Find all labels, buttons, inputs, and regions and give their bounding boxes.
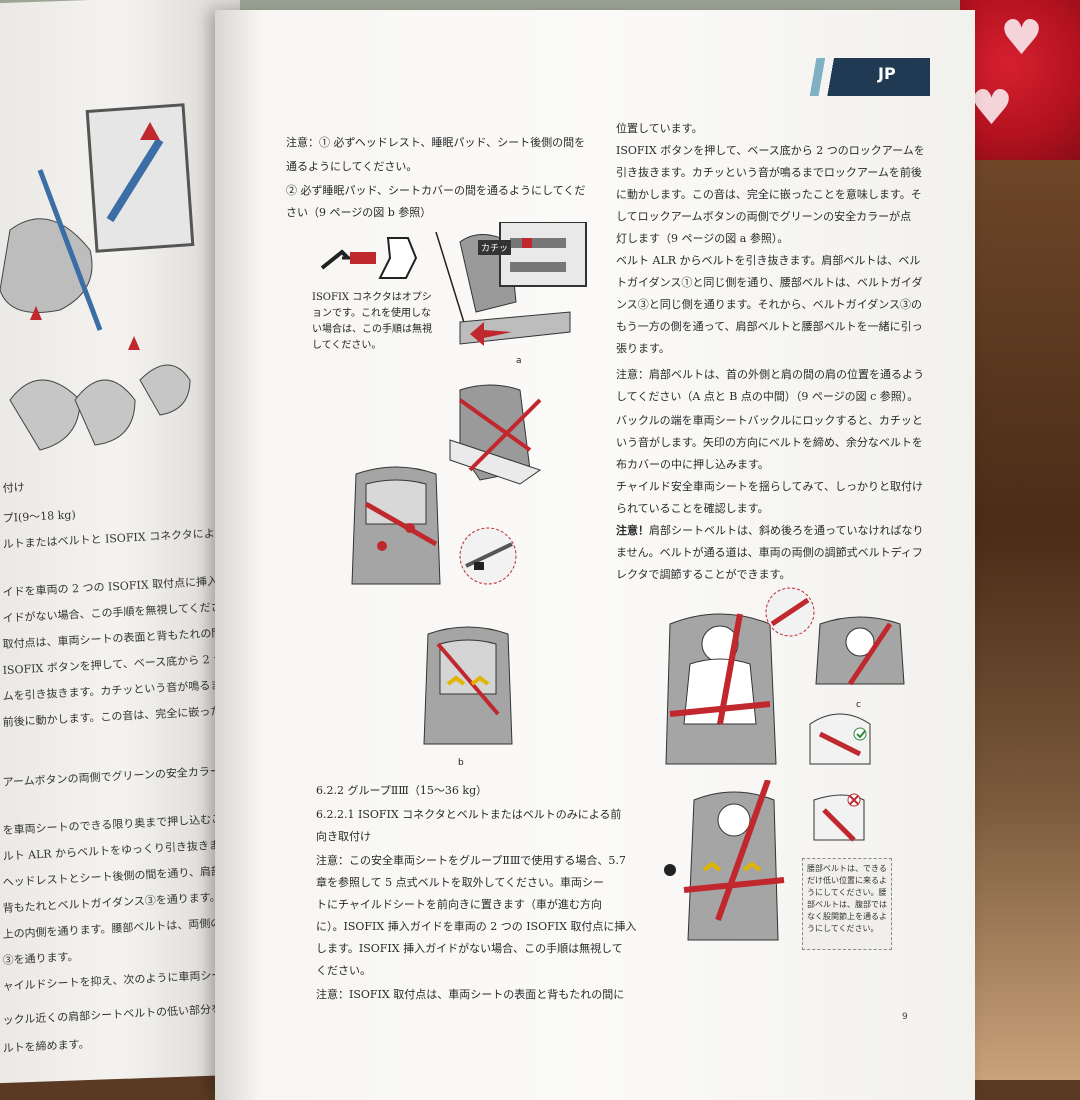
seat-harness-illustration [351, 466, 441, 585]
right-text-line: もう一方の側を通って、肩部ベルトと腰部ベルトを一緒に引っ [616, 320, 923, 333]
note-line: さい（9 ページの図 b 参照） [286, 206, 432, 219]
background-red-fabric: ♥ ♥ [960, 0, 1080, 160]
section-line: に）。ISOFIX 挿入ガイドを車両の 2 つの ISOFIX 取付点に挿入 [316, 920, 637, 933]
left-page-illustrations [0, 103, 195, 451]
seat-belt-route-illustration [449, 384, 542, 485]
isofix-connector-illustration [320, 237, 418, 279]
right-text-line: 張ります。 [616, 342, 670, 355]
right-text-line: チャイルド安全車両シートを揺らしてみて、しっかりと取付け [616, 480, 924, 493]
section-line: 6.2.2.1 ISOFIX コネクタとベルトまたはベルトのみによる前 [316, 808, 622, 821]
figure-b-label: b [458, 758, 464, 768]
section-line: 注意：この安全車両シートをグループⅡⅢで使用する場合、5.7 [316, 854, 626, 867]
warning-text: 肩部シートベルトは、斜め後ろを通っていなければなり [649, 524, 924, 537]
left-text-line: ③を通ります。 [2, 950, 79, 967]
right-text-line: 位置しています。 [616, 122, 703, 135]
right-text-line: ISOFIX ボタンを押して、ベース底から 2 つのロックアームを [616, 144, 925, 157]
right-text-line: 布カバーの中に押し込みます。 [616, 458, 769, 471]
figure-b-seat-illustration [423, 626, 513, 745]
left-text-line: プⅠ(9〜18 kg) [2, 508, 77, 525]
figure-a-label: a [516, 356, 522, 366]
right-text-line: してロックアームボタンの両側でグリーンの安全カラーが点 [616, 210, 912, 223]
section-heading: 6.2.2 グループⅡⅢ（15〜36 kg） [316, 784, 488, 797]
note-line: ② 必ず睡眠パッド、シートカバーの間を通るようにしてくだ [286, 184, 586, 197]
right-text-line: いう音がします。矢印の方向にベルトを締め、余分なベルトを [616, 436, 923, 449]
note-line: 注意：① 必ずヘッドレスト、睡眠パッド、シート後側の間を [286, 136, 586, 149]
section-line: 注意：ISOFIX 取付点は、車両シートの表面と背もたれの間に [316, 988, 625, 1001]
left-text-line: ルトを締めます。 [2, 1037, 90, 1055]
right-text-line: トガイダンス①と同じ側を通り、腰部ベルトは、ベルトガイダ [616, 276, 923, 289]
language-tab-label: JP [878, 64, 896, 83]
section-line: トにチャイルドシートを前向きに置きます（車が進む方向 [316, 898, 602, 911]
right-text-line: ンス③と同じ側を通ります。それから、ベルトガイダンス③の [616, 298, 923, 311]
right-text-line: 注意：肩部ベルトは、首の外側と肩の間の肩の位置を通るよう [616, 368, 924, 381]
warning-line: 注意！肩部シートベルトは、斜め後ろを通っていなければなり [616, 520, 923, 542]
heart-pattern: ♥ [1000, 10, 1044, 66]
right-text-line: られていることを確認します。 [616, 502, 769, 515]
right-text-line: 引き抜きます。カチッという音が鳴るまでロックアームを前後 [616, 166, 922, 179]
right-text-line: 灯します（9 ページの図 a 参照）。 [616, 232, 789, 245]
lap-belt-illustration [664, 780, 865, 941]
right-text-line: バックルの端を車両シートバックルにロックすると、カチッと [616, 414, 923, 427]
warning-line: ません。ベルトが通る道は、車両の両側の調節式ベルトディフ [616, 546, 923, 559]
background-table [960, 160, 1080, 1080]
isofix-optional-note: ISOFIX コネクタはオプションです。これを使用しない場合は、この手順は無視し… [312, 292, 432, 351]
figure-c-label: c [856, 700, 861, 710]
warning-label: 注意！ [616, 524, 649, 537]
section-line: 章を参照して 5 点式ベルトを取外してください。車両シー [316, 876, 604, 889]
warning-line: レクタで調節することができます。 [616, 568, 791, 581]
right-text-line: ベルト ALR からベルトを引き抜きます。肩部ベルトは、ベル [616, 254, 921, 267]
note-line: 通るようにしてください。 [286, 160, 418, 173]
belt-detail-illustration [459, 527, 517, 585]
section-line: ください。 [316, 964, 371, 977]
page-number: 9 [902, 1012, 908, 1022]
child-belt-position-illustration [665, 587, 905, 765]
lap-belt-callout: 腰部ベルトは、できるだけ低い位置に来るようにしてください。腰部ベルトは、腹部では… [802, 858, 892, 950]
right-text-line: してください（A 点と B 点の中間）（9 ページの図 c 参照）。 [616, 390, 919, 403]
section-line: します。ISOFIX 挿入ガイドがない場合、この手順は無視して [316, 942, 623, 955]
right-text-line: に動かします。この音は、完全に嵌ったことを意味します。そ [616, 188, 922, 201]
left-text-line: 付け [2, 480, 25, 495]
language-tab [790, 58, 930, 96]
section-line: 向き取付け [316, 830, 371, 843]
heart-pattern: ♥ [970, 80, 1014, 136]
click-label: カチッ [478, 240, 512, 255]
